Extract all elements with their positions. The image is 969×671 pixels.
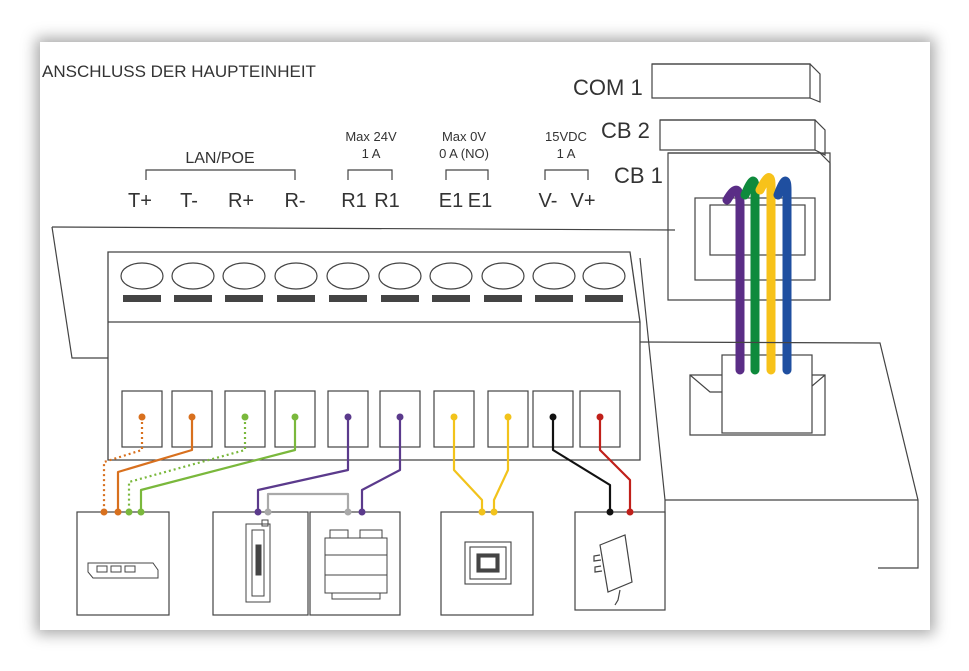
terminal-label: E1 (439, 190, 463, 212)
group-label-exit-voltage: Max 0V (442, 129, 486, 144)
wire-t-plus (102, 417, 144, 512)
power-adapter-box (574, 511, 666, 611)
wire-v-plus (598, 417, 632, 512)
terminal-screw (429, 262, 473, 290)
door-strike-icon (245, 519, 271, 603)
cb1-ribbon-cable (722, 173, 792, 375)
power-adapter-icon (593, 534, 633, 606)
terminal-marker (123, 295, 161, 302)
port-label-cb2: CB 2 (601, 118, 650, 143)
terminal-label: V- (539, 190, 558, 212)
terminal-screw (222, 262, 266, 290)
wire-r1-b (360, 417, 402, 512)
cable-blue (773, 176, 792, 375)
terminal-label: V+ (570, 190, 595, 212)
group-label-power-current: 1 A (557, 146, 576, 161)
network-switch-icon (87, 562, 159, 579)
cable-purple (722, 185, 745, 375)
group-labels (145, 169, 589, 180)
terminal-screw (120, 262, 164, 290)
wire-t-minus (116, 417, 194, 512)
terminal-screw (171, 262, 215, 290)
terminal-block (107, 251, 641, 461)
terminal-screw (481, 262, 525, 290)
terminal-marker (174, 295, 212, 302)
terminal-screw (582, 262, 626, 290)
wire-bridge-gray (266, 492, 350, 512)
terminal-label: R+ (228, 190, 254, 212)
terminal-screw (532, 262, 576, 290)
wire-e1-a (452, 417, 484, 512)
terminal-marker (225, 295, 263, 302)
cable-green (740, 176, 760, 375)
wire-r-plus (127, 417, 247, 512)
terminal-screw (326, 262, 370, 290)
terminal-marker (484, 295, 522, 302)
terminal-label: E1 (468, 190, 492, 212)
wire-r-minus (139, 417, 297, 512)
terminal-marker (585, 295, 623, 302)
group-label-power-voltage: 15VDC (545, 129, 587, 144)
terminal-label: T+ (128, 190, 152, 212)
terminal-label: R1 (374, 190, 400, 212)
terminal-label: T- (180, 190, 198, 212)
terminal-marker (329, 295, 367, 302)
page-title: ANSCHLUSS DER HAUPTEINHEIT (42, 62, 316, 81)
wires (102, 417, 632, 512)
terminal-marker (381, 295, 419, 302)
wire-v-minus (551, 417, 612, 512)
terminal-screw (274, 262, 318, 290)
wire-r1-a (256, 417, 350, 512)
terminal-marker (432, 295, 470, 302)
terminal-screw (378, 262, 422, 290)
group-label-relay-current: 1 A (362, 146, 381, 161)
cable-yellow (755, 173, 776, 375)
port-label-cb1: CB 1 (614, 163, 663, 188)
terminal-marker (277, 295, 315, 302)
main-pcb-outline (51, 226, 919, 569)
port-labels: COM 1 CB 2 CB 1 (573, 75, 663, 188)
din-rail-relay-icon (324, 529, 388, 600)
wire-e1-b (492, 417, 510, 512)
group-label-lan-poe: LAN/POE (185, 150, 254, 167)
device-boxes (76, 511, 666, 616)
terminal-label: R- (284, 190, 305, 212)
group-label-relay-voltage: Max 24V (345, 129, 397, 144)
terminal-label: R1 (341, 190, 367, 212)
exit-button-icon (464, 541, 512, 585)
terminal-marker (535, 295, 573, 302)
port-label-com1: COM 1 (573, 75, 643, 100)
group-label-exit-current: 0 A (NO) (439, 146, 489, 161)
device-terminal-dots (100, 508, 634, 516)
